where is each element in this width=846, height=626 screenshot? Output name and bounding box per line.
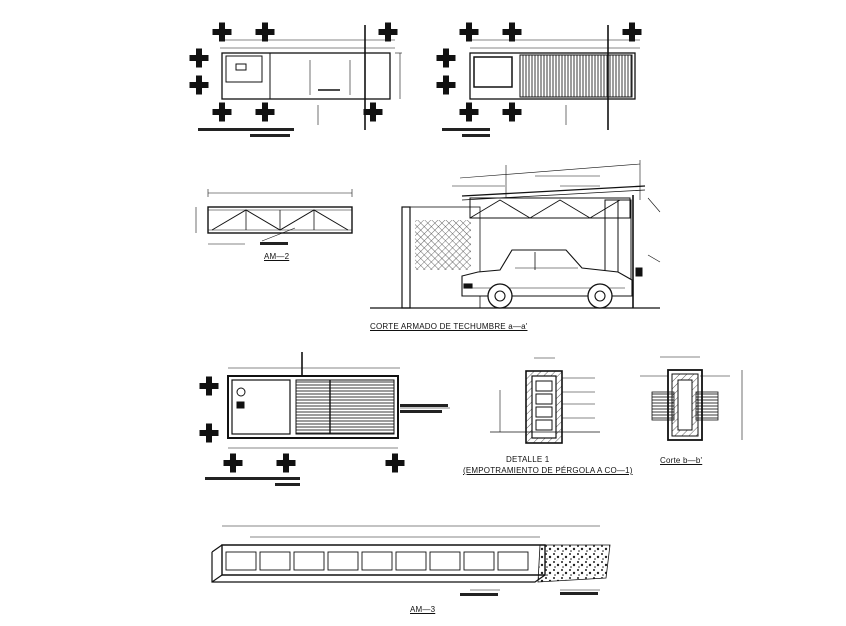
plan2-marker-icon — [622, 22, 642, 42]
plan3-marker-icon — [276, 453, 296, 473]
label-detalle-1-sub: (EMPOTRAMIENTO DE PÉRGOLA A CO—1) — [463, 466, 633, 475]
label-am3: AM—3 — [410, 605, 436, 614]
plan1-marker-icon — [212, 102, 232, 122]
carport-section — [370, 160, 661, 309]
plan2-marker-icon — [459, 102, 479, 122]
label-am2: AM—2 — [264, 252, 290, 261]
plan3-marker-icon — [199, 423, 219, 443]
truss-elevation-am2 — [195, 189, 353, 245]
car-illustration — [461, 249, 633, 309]
plan1-marker-icon — [378, 22, 398, 42]
plan-view-3 — [227, 352, 450, 449]
plan1-marker-icon — [255, 102, 275, 122]
beam-elevation-am3 — [211, 525, 611, 591]
plan2-marker-icon — [502, 102, 522, 122]
plan3-marker-icon — [385, 453, 405, 473]
detail-1-drawing — [490, 357, 600, 444]
plan2-marker-icon — [502, 22, 522, 42]
section-bb-drawing — [640, 356, 743, 441]
plan2-marker-icon — [436, 75, 456, 95]
plan-view-2 — [469, 25, 640, 130]
plan1-marker-icon — [255, 22, 275, 42]
plan1-marker-icon — [189, 48, 209, 68]
plan3-marker-icon — [223, 453, 243, 473]
label-corte-bb: Corte b—b' — [660, 456, 703, 465]
minor-annotations — [198, 128, 598, 596]
plan1-marker-icon — [189, 75, 209, 95]
plan1-marker-icon — [212, 22, 232, 42]
label-corte-armado: CORTE ARMADO DE TECHUMBRE a—a' — [370, 322, 528, 331]
plan3-marker-icon — [199, 376, 219, 396]
plan1-marker-icon — [363, 102, 383, 122]
label-detalle-1: DETALLE 1 — [506, 455, 550, 464]
plan2-marker-icon — [459, 22, 479, 42]
plan2-marker-icon — [436, 48, 456, 68]
